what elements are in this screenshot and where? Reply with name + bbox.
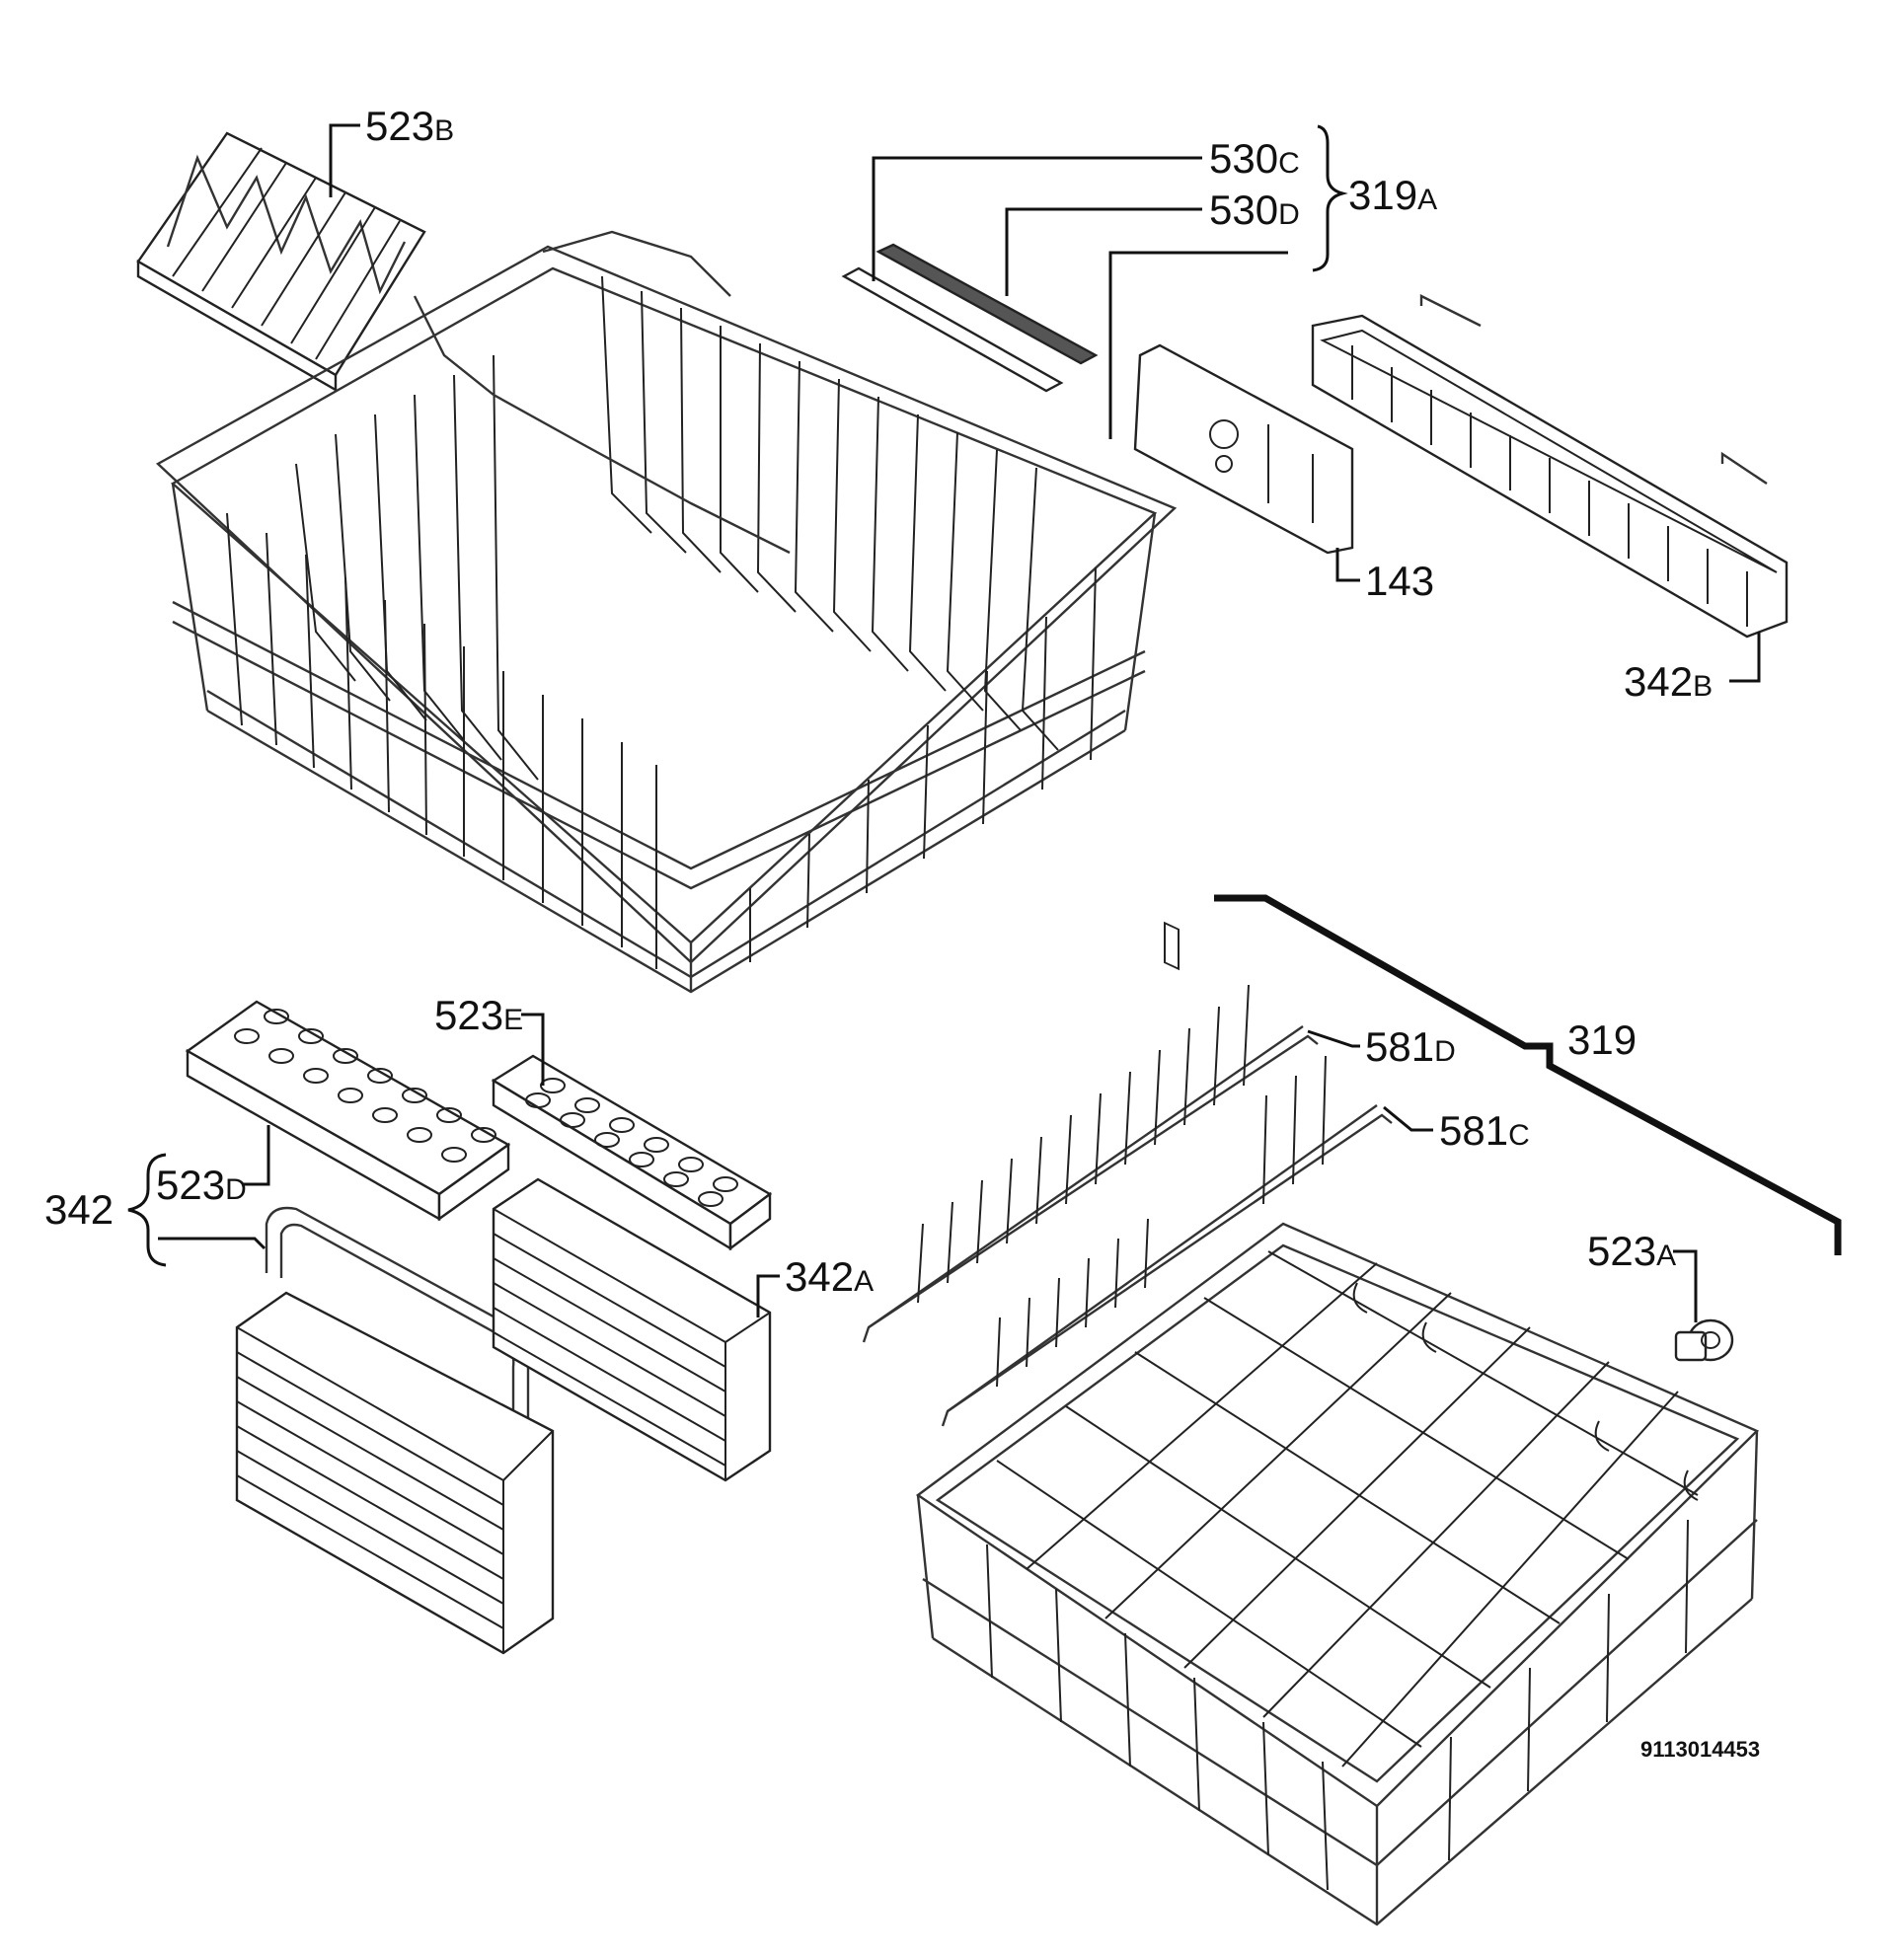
label-319a: 319A [1348,172,1437,218]
wheel-523a [1674,1318,1734,1362]
tine-rack-581d [862,984,1319,1343]
side-basket-342b [1311,294,1789,639]
part-labels: 523B 530C 530D 319A 143 342B 523E 581D 3… [44,103,1760,1762]
label-523b: 523B [365,103,454,149]
label-581d: 581D [1365,1023,1456,1070]
label-342: 342 [44,1186,114,1233]
cutlery-basket-342 [235,1206,555,1655]
label-523a: 523A [1587,1228,1676,1274]
rail-bracket-143 [1133,343,1354,971]
upper-basket [155,230,1178,994]
lower-basket [915,1222,1760,1926]
label-530c: 530C [1209,135,1300,182]
leader-lines [127,123,1842,1322]
rail-seals [841,243,1099,393]
insert-523e [491,1054,773,1251]
cutlery-basket-342a [492,1177,772,1482]
label-143: 143 [1365,558,1434,604]
label-530d: 530D [1209,187,1300,233]
label-581c: 581C [1439,1107,1530,1154]
insert-523d [185,1000,511,1222]
label-342a: 342A [785,1253,874,1300]
tine-rack-581c [941,1055,1393,1427]
label-523d: 523D [156,1162,247,1208]
cup-shelf-523b [136,131,426,393]
document-id: 9113014453 [1640,1737,1760,1762]
label-319: 319 [1567,1016,1637,1063]
label-523e: 523E [434,992,523,1038]
label-342b: 342B [1624,658,1713,705]
